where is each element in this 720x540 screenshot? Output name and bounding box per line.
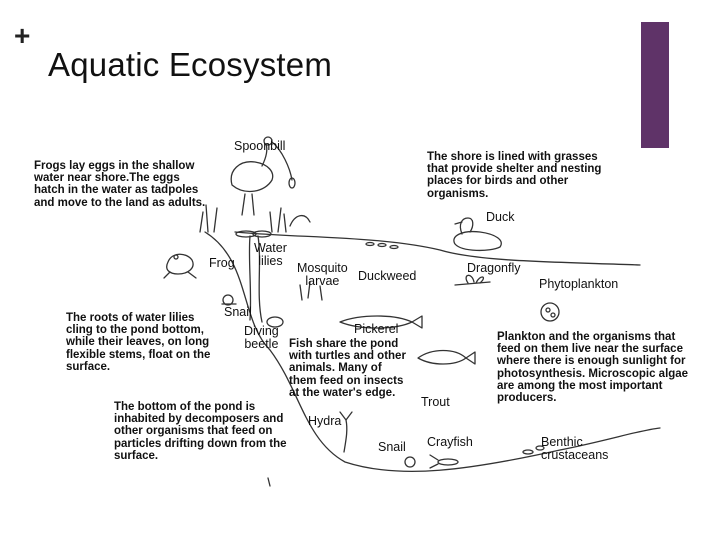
snail-illustration-bottom: [404, 456, 416, 468]
duckweed-illustration: [365, 241, 399, 250]
diving-beetle-illustration: [266, 316, 284, 328]
slide-title: Aquatic Ecosystem: [48, 46, 333, 83]
label-diving-beetle: Diving beetle: [244, 324, 279, 351]
label-phytoplankton: Phytoplankton: [539, 277, 619, 291]
water-lilies-description: The roots of water lilies cling to the p…: [66, 312, 211, 373]
frog-illustration: [163, 253, 197, 279]
phytoplankton-illustration: [540, 302, 560, 322]
label-mosquito-larvae: Mosquito larvae: [297, 261, 348, 288]
label-hydra: Hydra: [308, 414, 342, 428]
duck-illustration: [453, 217, 502, 252]
mosquito-larvae-illustration: [299, 281, 323, 301]
pond-bottom-description: The bottom of the pond is inhabited by d…: [114, 401, 287, 462]
label-crayfish: Crayfish: [427, 435, 473, 449]
shore-grass: [199, 204, 311, 233]
label-duck: Duck: [486, 210, 515, 224]
plankton-description: Plankton and the organisms that feed on …: [497, 331, 689, 405]
pond-bank-line: [204, 231, 661, 472]
fish-description: Fish share the pond with turtles and oth…: [289, 338, 406, 399]
spoonbill-illustration: [230, 136, 296, 216]
label-pickerel: Pickerel: [354, 322, 399, 336]
shore-description: The shore is lined with grasses that pro…: [427, 151, 602, 200]
plus-symbol: +: [14, 20, 31, 51]
trout-illustration: [417, 349, 476, 365]
label-water-lilies: Water lilies: [254, 241, 287, 268]
label-trout: Trout: [421, 395, 450, 409]
benthic-crustaceans-illustration: [522, 445, 545, 455]
crayfish-illustration: [429, 454, 459, 469]
label-spoonbill: Spoonbill: [234, 139, 286, 153]
hydra-illustration: [339, 411, 353, 453]
label-dragonfly: Dragonfly: [467, 261, 521, 275]
label-snail-bottom: Snail: [378, 440, 406, 454]
label-benthic-crustaceans: Benthic crustaceans: [541, 435, 609, 462]
label-frog: Frog: [209, 256, 235, 270]
label-duckweed: Duckweed: [358, 269, 417, 283]
snail-illustration-top: [221, 294, 237, 306]
bottom-mark: [267, 477, 271, 487]
water-surface-line: [234, 231, 641, 266]
dragonfly-illustration: [454, 274, 491, 286]
accent-bar: [641, 22, 669, 148]
frogs-description: Frogs lay eggs in the shallow water near…: [34, 160, 206, 209]
water-lily-stems: [235, 230, 272, 323]
pickerel-illustration: [339, 315, 423, 329]
label-snail-top: Snail: [224, 305, 252, 319]
